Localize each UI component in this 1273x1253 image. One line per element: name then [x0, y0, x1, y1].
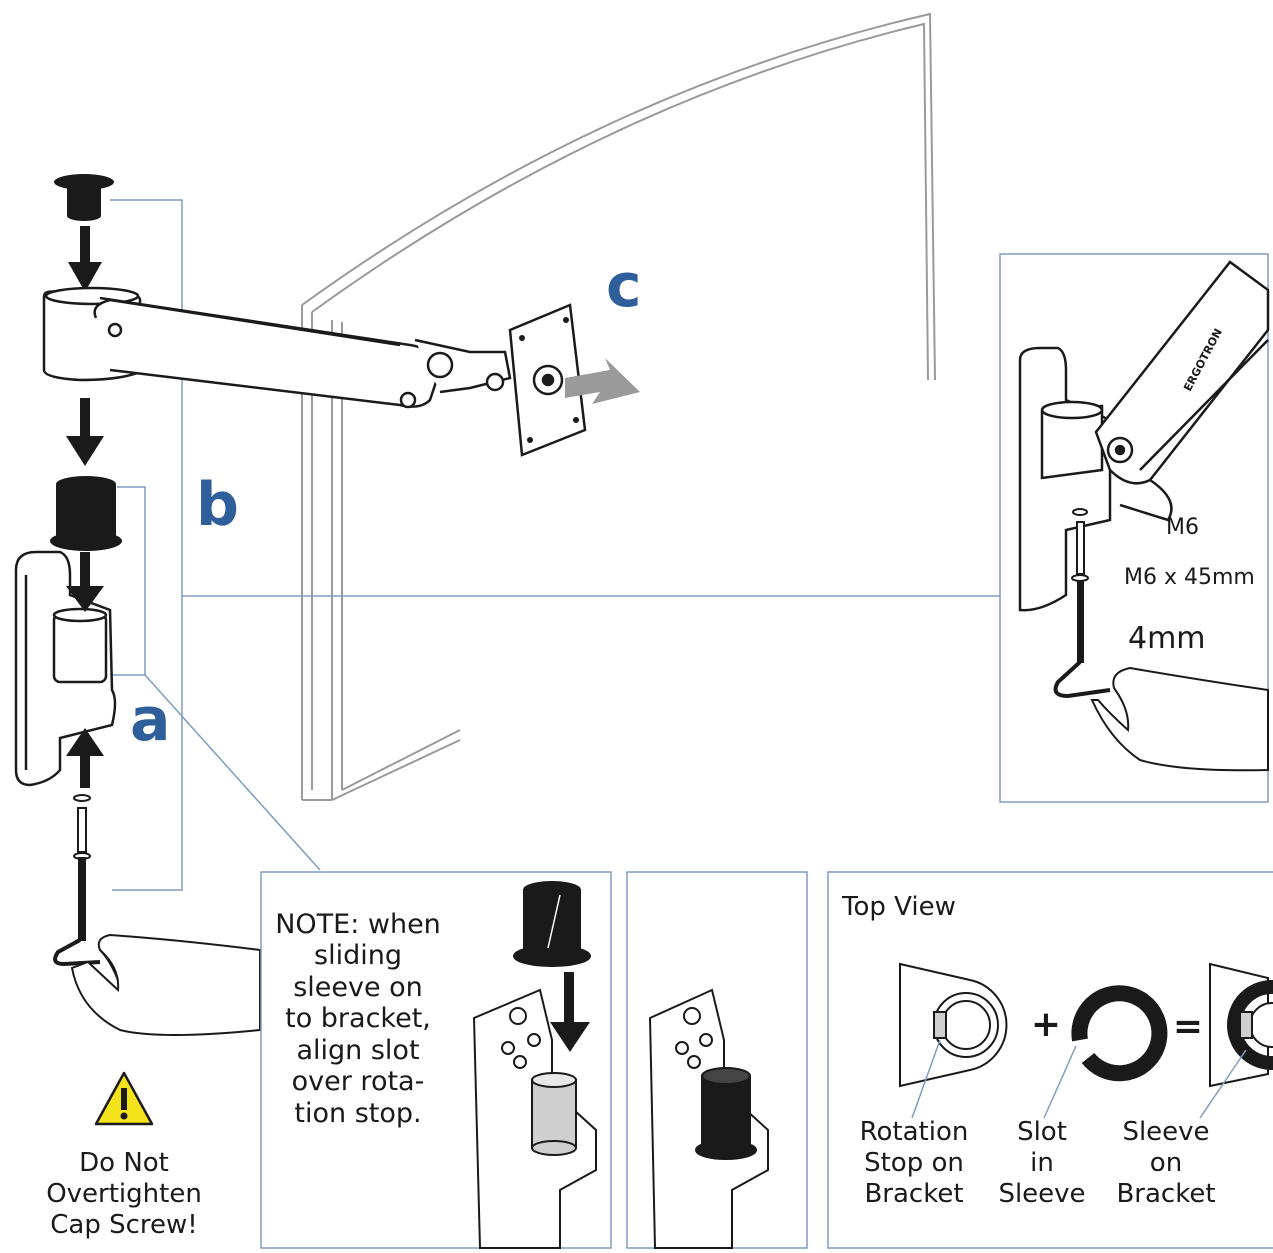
note-line-7: tion stop.	[294, 1098, 421, 1129]
note-panel: NOTE: when sliding sleeve on to bracket,…	[260, 871, 612, 1249]
caption-3-line-1: Sleeve	[1122, 1117, 1209, 1147]
caption-1-line-1: Rotation	[860, 1117, 969, 1147]
hand-left	[70, 933, 261, 1036]
label-a: a	[130, 685, 171, 755]
hex-key-size: 4mm	[1128, 621, 1206, 656]
caption-1-line-2: Stop on	[864, 1148, 964, 1178]
warning-line-1: Do Not	[79, 1148, 169, 1178]
callout-lines	[110, 199, 1000, 891]
plus-sign: +	[1031, 1004, 1061, 1045]
note-line-1: NOTE: when	[275, 909, 441, 940]
monitor-arm	[42, 286, 587, 457]
wall-bracket	[14, 550, 117, 787]
sleeve-ring	[1071, 985, 1168, 1082]
detail-panel-right: ERGOTRON M6 M6 x 45mm 4mm	[999, 253, 1270, 803]
push-arrow-icon	[565, 358, 640, 404]
monitor-outline	[301, 12, 936, 801]
caption-2-line-3: Sleeve	[998, 1179, 1085, 1209]
caption-3-line-3: Bracket	[1116, 1179, 1215, 1209]
cap-screw	[53, 794, 101, 967]
arrow-up-icon	[66, 728, 104, 788]
label-c: c	[606, 251, 642, 321]
warning-line-2: Overtighten	[46, 1179, 202, 1209]
note-line-3: sleeve on	[293, 972, 423, 1003]
arrow-down-icon-3	[66, 552, 104, 612]
note-line-5: align slot	[296, 1035, 419, 1066]
rotation-stop-bracket	[899, 962, 1008, 1088]
sleeve-on-bracket	[1209, 962, 1273, 1088]
label-b: b	[196, 470, 239, 540]
arrow-down-icon	[68, 226, 102, 292]
note-line-6: over rota-	[292, 1066, 425, 1097]
caption-3-line-2: on	[1150, 1148, 1182, 1178]
top-view-panel: Top View + = Rotation Stop on Bra	[827, 871, 1273, 1249]
equals-sign: =	[1173, 1006, 1203, 1047]
warning-line-3: Cap Screw!	[50, 1210, 197, 1240]
caption-1-line-3: Bracket	[864, 1179, 963, 1209]
sleeve-part	[50, 476, 122, 551]
arrow-down-icon-2	[66, 398, 104, 466]
note-line-2: sliding	[314, 940, 402, 971]
warning-icon	[94, 1071, 154, 1126]
note-line-4: to bracket,	[285, 1003, 431, 1034]
caption-2-line-2: in	[1030, 1148, 1054, 1178]
caption-2-line-1: Slot	[1017, 1117, 1067, 1147]
middle-panel	[626, 871, 808, 1249]
washer-size: M6	[1166, 515, 1199, 540]
top-view-title: Top View	[841, 892, 956, 922]
screw-size: M6 x 45mm	[1124, 565, 1255, 590]
cap-part	[54, 174, 114, 221]
